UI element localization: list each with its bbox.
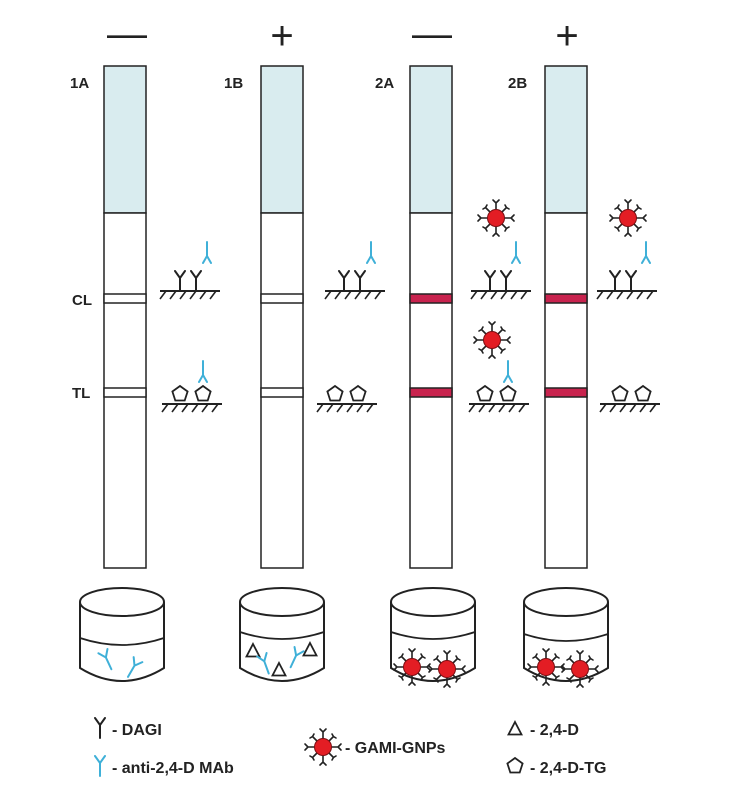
- cl-schematic-2a: [470, 199, 532, 300]
- test-line-2b: [544, 387, 588, 398]
- strip-label-2a: 2A: [375, 75, 394, 92]
- legend-gnp: - GAMI-GNPs: [345, 740, 446, 757]
- test-line-label: TL: [72, 385, 90, 402]
- control-line-2a: [409, 293, 453, 304]
- strip-label-2b: 2B: [508, 75, 527, 92]
- legend-drug-tg: - 2,4-D-TG: [530, 760, 606, 777]
- tl-schematic-2b: [599, 385, 661, 413]
- cl-schematic-1a: [159, 241, 221, 300]
- tl-schematic-2a: [468, 321, 530, 413]
- legend-drug: - 2,4-D: [530, 722, 579, 739]
- cl-schematic-2b: [596, 199, 658, 300]
- sign-2b: +: [555, 14, 578, 58]
- legend: - DAGI - anti-2,4-D MAb - GAMI-GNPs - 2,…: [94, 717, 606, 777]
- cl-schematic-1b: [324, 241, 386, 300]
- tl-schematic-1a: [161, 360, 223, 413]
- control-line-2b: [544, 293, 588, 304]
- test-line-1b: [260, 387, 304, 398]
- strip-1a: [103, 65, 147, 569]
- gnp-legend-icon: [304, 728, 342, 766]
- control-line-1a: [103, 293, 147, 304]
- strip-1b: [260, 65, 304, 569]
- sample-well-1a: [79, 587, 165, 682]
- sign-1a: —: [107, 12, 147, 56]
- strip-label-1a: 1A: [70, 75, 89, 92]
- strip-label-1b: 1B: [224, 75, 243, 92]
- test-line-1a: [103, 387, 147, 398]
- legend-mab: - anti-2,4-D MAb: [112, 760, 234, 777]
- sign-1b: +: [270, 14, 293, 58]
- dagi-legend-icon: [94, 717, 106, 739]
- mab-legend-icon: [94, 755, 106, 777]
- sample-well-2a: [390, 587, 476, 688]
- sign-2a: —: [412, 12, 452, 56]
- sample-well-2b: [523, 587, 609, 688]
- control-line-1b: [260, 293, 304, 304]
- strip-2a: [409, 65, 453, 569]
- tl-schematic-1b: [316, 385, 378, 413]
- sample-well-1b: [239, 587, 325, 682]
- test-line-2a: [409, 387, 453, 398]
- triangle-legend-icon: [507, 721, 523, 736]
- control-line-label: CL: [72, 292, 92, 309]
- strip-2b: [544, 65, 588, 569]
- legend-dagi: - DAGI: [112, 722, 162, 739]
- pentagon-legend-icon: [506, 757, 524, 774]
